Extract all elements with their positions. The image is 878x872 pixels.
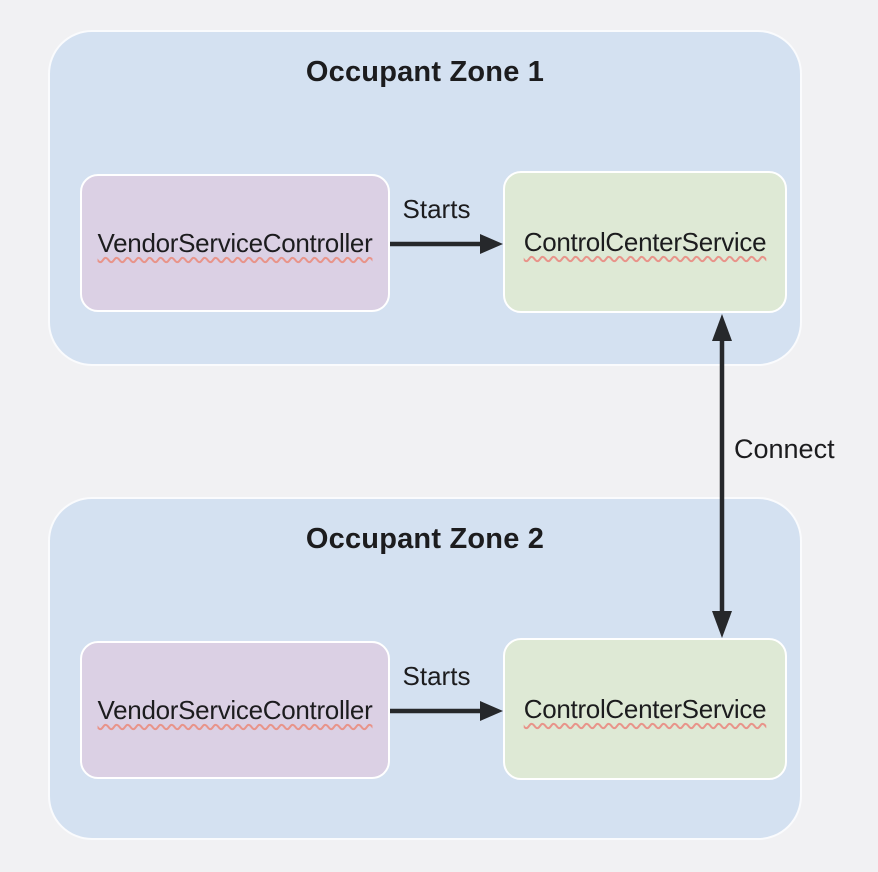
control-center-service-node-zone2: ControlCenterService (503, 638, 787, 780)
vendor-service-controller-node-zone1: VendorServiceController (80, 174, 390, 312)
occupant-zone-2: Occupant Zone 2 VendorServiceController … (48, 497, 802, 840)
arrow-head (480, 234, 503, 254)
connect-edge-label: Connect (734, 434, 835, 464)
arrow-head-up (712, 314, 732, 341)
arrow-head-down (712, 611, 732, 638)
starts-arrow-zone1 (390, 234, 503, 254)
arrow-head (480, 701, 503, 721)
starts-edge-label: Starts (402, 194, 471, 224)
vendor-service-controller-label: VendorServiceController (97, 694, 373, 725)
control-center-service-node-zone1: ControlCenterService (503, 171, 787, 313)
starts-arrow-zone2 (390, 701, 503, 721)
starts-edge-label: Starts (402, 661, 471, 691)
control-center-service-label: ControlCenterService (523, 693, 767, 724)
control-center-service-label: ControlCenterService (523, 226, 767, 257)
connect-arrow (712, 314, 732, 638)
vendor-service-controller-node-zone2: VendorServiceController (80, 641, 390, 779)
vendor-service-controller-label: VendorServiceController (97, 227, 373, 258)
zone-title: Occupant Zone 2 (305, 523, 545, 555)
occupant-zone-1: Occupant Zone 1 VendorServiceController … (48, 30, 802, 366)
zone-title: Occupant Zone 1 (305, 56, 545, 88)
